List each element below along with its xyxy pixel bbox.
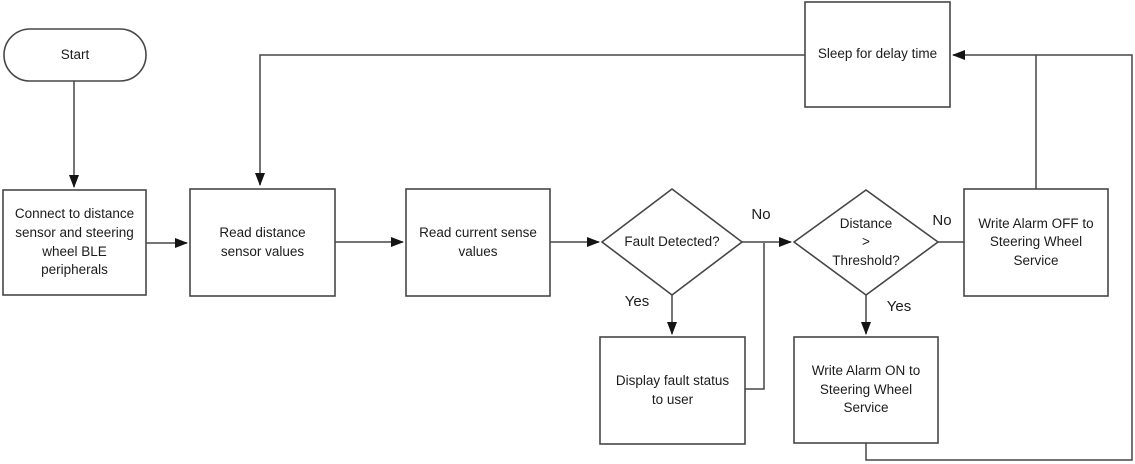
edge-alarm-on-to-sleep [865,50,1133,461]
distance-threshold-decision-shape [792,189,940,296]
alarm-off-process-shape [963,188,1109,297]
alarm-on-process-shape [793,336,939,444]
sleep-process-shape [804,1,951,108]
edge-display-to-threshold-junction [745,243,765,390]
read-distance-process-shape [189,188,336,297]
connect-process-shape [2,189,147,296]
fault-detected-decision-shape [600,187,744,297]
read-current-process-shape [405,188,551,297]
edge-sleep-to-read-distance [255,54,805,186]
display-fault-process-shape [599,336,746,445]
start-terminator-shape [3,28,147,82]
